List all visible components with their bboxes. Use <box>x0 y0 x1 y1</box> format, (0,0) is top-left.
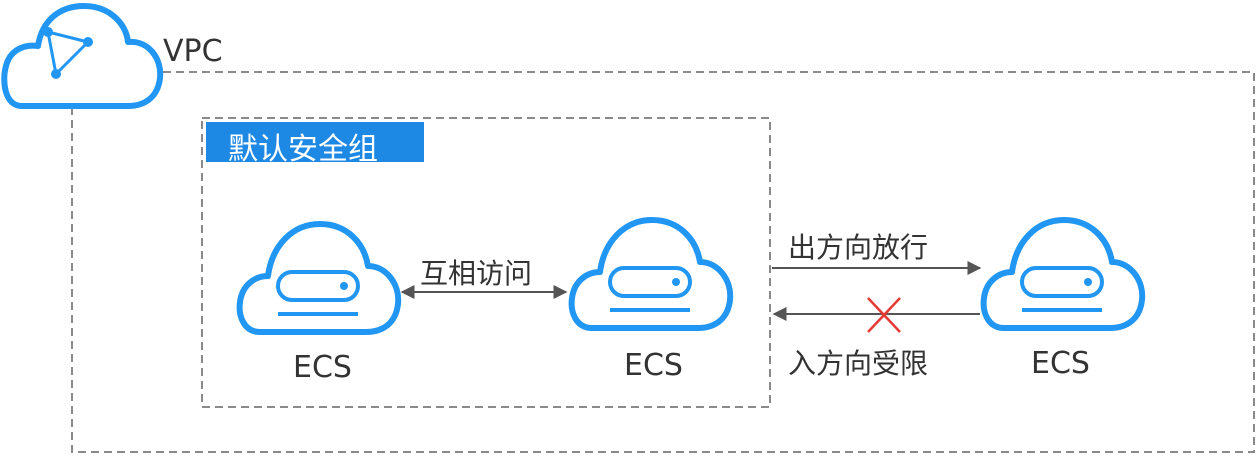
ecs-cloud-server-icon <box>236 221 402 335</box>
ecs-cloud-server-icon <box>568 217 734 331</box>
outbound-allowed-label: 出方向放行 <box>788 231 929 264</box>
vpc-cloud-icon <box>1 3 164 109</box>
security-group-tag: 默认安全组 <box>206 122 424 167</box>
vpc-boundary <box>71 71 1255 453</box>
vpc-label: VPC <box>163 34 223 69</box>
inbound-restricted-label: 入方向受限 <box>788 347 929 380</box>
security-group-label: 默认安全组 <box>228 132 378 167</box>
ecs-label: ECS <box>293 350 352 385</box>
ecs-label: ECS <box>624 348 683 383</box>
ecs-cloud-server-icon <box>980 217 1146 331</box>
ecs-label: ECS <box>1031 346 1090 381</box>
mutual-access-label: 互相访问 <box>420 257 533 290</box>
blocked-x-icon <box>867 297 901 333</box>
